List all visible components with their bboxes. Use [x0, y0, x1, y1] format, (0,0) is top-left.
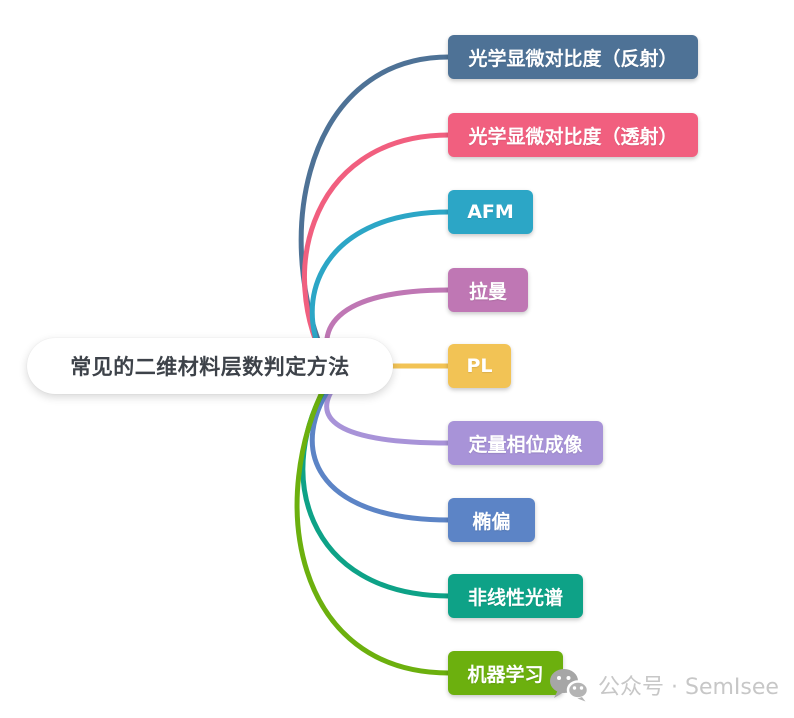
branch-curve — [324, 379, 452, 446]
branch-node-8[interactable]: 非线性光谱 — [448, 574, 583, 618]
branch-curve — [294, 377, 452, 676]
branch-node-6[interactable]: 定量相位成像 — [448, 421, 603, 465]
root-node[interactable]: 常见的二维材料层数判定方法 — [27, 338, 393, 394]
branch-node-5[interactable]: PL — [448, 344, 511, 388]
branch-node-label: 拉曼 — [468, 280, 507, 303]
branch-node-label: PL — [466, 355, 493, 377]
branch-curve — [309, 377, 452, 523]
branch-node-7[interactable]: 椭偏 — [448, 498, 535, 542]
branch-curve — [298, 54, 452, 381]
branch-node-label: 非线性光谱 — [467, 586, 563, 609]
branch-node-label: 定量相位成像 — [468, 433, 583, 456]
watermark-text: 公众号 · SemIsee — [598, 675, 779, 700]
wechat-icon — [550, 669, 589, 702]
branch-node-label: AFM — [467, 201, 514, 223]
root-node-label: 常见的二维材料层数判定方法 — [70, 355, 350, 379]
branch-node-2[interactable]: 光学显微对比度（透射） — [448, 113, 698, 157]
branch-node-label: 机器学习 — [467, 663, 544, 686]
branch-node-1[interactable]: 光学显微对比度（反射） — [448, 35, 698, 79]
watermark: 公众号 · SemIsee — [549, 668, 779, 702]
branch-curve — [300, 377, 452, 599]
branch-node-4[interactable]: 拉曼 — [448, 268, 528, 312]
branch-node-9[interactable]: 机器学习 — [448, 651, 563, 695]
branch-node-label: 光学显微对比度（透射） — [468, 125, 678, 148]
branch-node-label: 光学显微对比度（反射） — [468, 47, 678, 70]
branch-node-label: 椭偏 — [472, 510, 511, 533]
branch-node-3[interactable]: AFM — [448, 190, 533, 234]
